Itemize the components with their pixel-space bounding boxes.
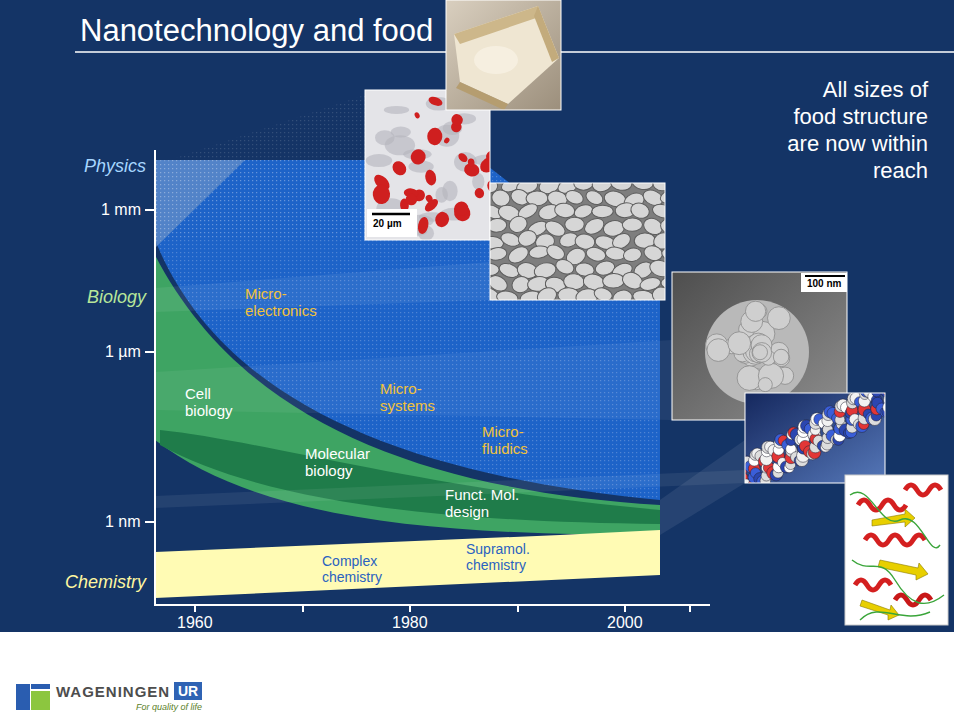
axes — [145, 150, 710, 612]
axis-domain-label: Physics — [84, 156, 146, 177]
molecular-band — [160, 430, 660, 524]
scale-bar-label: 20 µm — [372, 218, 403, 230]
axis-year-label: 1960 — [177, 614, 213, 632]
slide-title: Nanotechnology and food — [80, 13, 433, 49]
projection-stripe — [155, 340, 672, 420]
field-label: Molecular biology — [305, 445, 383, 480]
field-label: Micro- fluidics — [482, 423, 542, 458]
axis-year-label: 2000 — [607, 614, 643, 632]
axis-tick-label: 1 nm — [105, 513, 141, 531]
dna-model-image — [745, 393, 885, 483]
slide-note: All sizes of food structure are now with… — [778, 76, 928, 184]
field-label: Funct. Mol. design — [445, 486, 537, 521]
field-label: Complex chemistry — [322, 553, 394, 585]
image-frame — [845, 475, 948, 625]
logo-wordmark: WAGENINGEN — [56, 683, 170, 700]
image-frame — [490, 183, 665, 300]
projection-stripe — [155, 262, 490, 312]
sem-image-cells — [490, 183, 665, 300]
footer-band — [0, 632, 954, 723]
logo-badge: UR — [174, 682, 202, 700]
projection-stripe — [155, 95, 365, 240]
protein-ribbon-image — [845, 475, 948, 625]
logo-tagline: For quality of life — [136, 702, 202, 712]
axis-domain-label: Chemistry — [65, 572, 146, 593]
cheese-photo — [446, 0, 561, 110]
image-frame — [365, 90, 490, 240]
scale-bar-label: 100 nm — [806, 278, 842, 290]
logo-icon — [16, 684, 50, 710]
field-label: Micro- electronics — [245, 285, 325, 320]
chemistry-band — [155, 530, 660, 598]
image-frame — [745, 393, 885, 483]
projection-stripe — [660, 440, 745, 535]
axis-domain-label: Biology — [87, 287, 146, 308]
slide-background — [0, 0, 954, 632]
axis-tick-label: 1 mm — [101, 201, 141, 219]
axis-tick-label: 1 µm — [105, 343, 141, 361]
axis-year-label: 1980 — [392, 614, 428, 632]
field-label: Cell biology — [185, 385, 240, 420]
field-label: Supramol. chemistry — [466, 541, 544, 573]
field-label: Micro- systems — [380, 380, 442, 415]
micrograph-red — [365, 90, 490, 240]
